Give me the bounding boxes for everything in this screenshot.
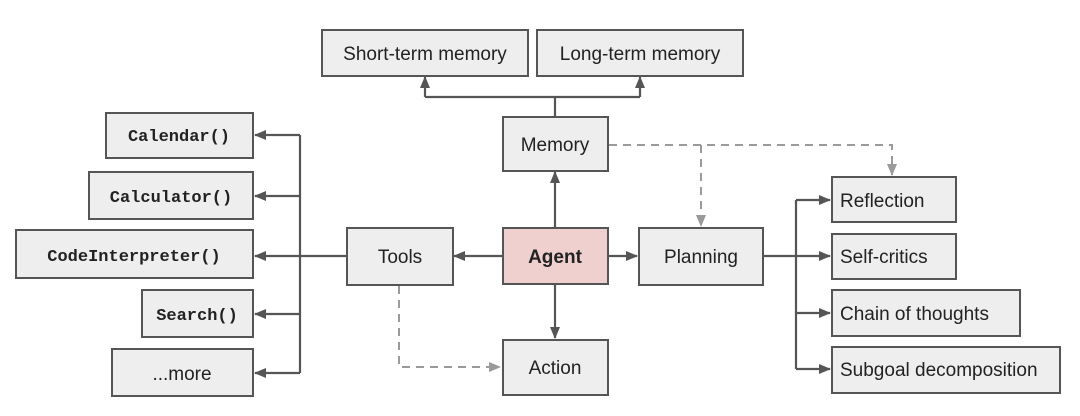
node-more: ...more <box>111 348 254 397</box>
edge-memory-reflection-dashed <box>609 144 897 176</box>
node-memory-label: Memory <box>521 135 590 156</box>
node-agent-label: Agent <box>528 247 583 268</box>
node-agent: Agent <box>502 227 609 285</box>
node-more-label: ...more <box>152 364 211 385</box>
edges <box>254 76 897 378</box>
node-long-term-memory: Long-term memory <box>536 29 744 77</box>
node-code-interpreter-label: CodeInterpreter() <box>47 248 220 267</box>
node-action-label: Action <box>529 358 582 379</box>
node-short-term-memory: Short-term memory <box>321 29 529 77</box>
node-tools-label: Tools <box>378 247 422 268</box>
node-search-label: Search() <box>156 307 238 326</box>
node-subgoal-decomposition-label: Subgoal decomposition <box>840 360 1038 381</box>
node-short-term-memory-label: Short-term memory <box>343 44 507 65</box>
node-memory: Memory <box>502 116 609 172</box>
node-calendar-label: Calendar() <box>128 128 230 147</box>
node-self-critics: Self-critics <box>831 233 957 280</box>
node-subgoal-decomposition: Subgoal decomposition <box>831 346 1061 394</box>
node-code-interpreter: CodeInterpreter() <box>15 229 254 279</box>
node-action: Action <box>502 339 609 396</box>
node-planning: Planning <box>638 227 764 286</box>
node-search: Search() <box>141 289 254 338</box>
node-planning-label: Planning <box>664 247 738 268</box>
node-calculator-label: Calculator() <box>110 189 232 208</box>
node-self-critics-label: Self-critics <box>840 247 928 268</box>
node-chain-of-thoughts: Chain of thoughts <box>831 289 1021 337</box>
nodes: Short-term memory Long-term memory Memor… <box>15 29 1061 397</box>
node-long-term-memory-label: Long-term memory <box>560 44 721 65</box>
node-reflection-label: Reflection <box>840 191 925 212</box>
node-chain-of-thoughts-label: Chain of thoughts <box>840 304 989 325</box>
node-calculator: Calculator() <box>88 171 254 220</box>
edge-tools-action-dashed <box>398 286 501 372</box>
node-tools: Tools <box>346 227 454 286</box>
node-reflection: Reflection <box>831 176 957 223</box>
node-calendar: Calendar() <box>105 112 254 159</box>
